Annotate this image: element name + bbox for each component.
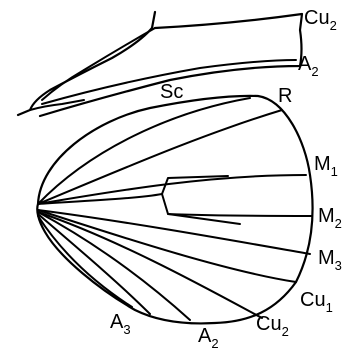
label-fore-a2: A2 [298,53,319,79]
label-r: R [278,85,292,107]
label-a3: A3 [110,311,131,337]
vein-m1 [38,175,306,204]
label-m3: M3 [318,247,342,273]
label-cu1: Cu1 [300,289,333,315]
vein-m2 [168,214,312,216]
label-m1: M1 [314,153,338,179]
vein-cu1 [38,210,296,282]
hindwing-veins [38,98,312,320]
label-fore-cu2: Cu2 [304,7,337,33]
label-m2: M2 [318,205,342,231]
label-cu2: Cu2 [256,313,289,339]
vein-a1 [38,212,190,320]
label-a2: A2 [198,325,219,351]
label-sc: Sc [160,81,183,103]
hindwing-outline [37,96,312,324]
